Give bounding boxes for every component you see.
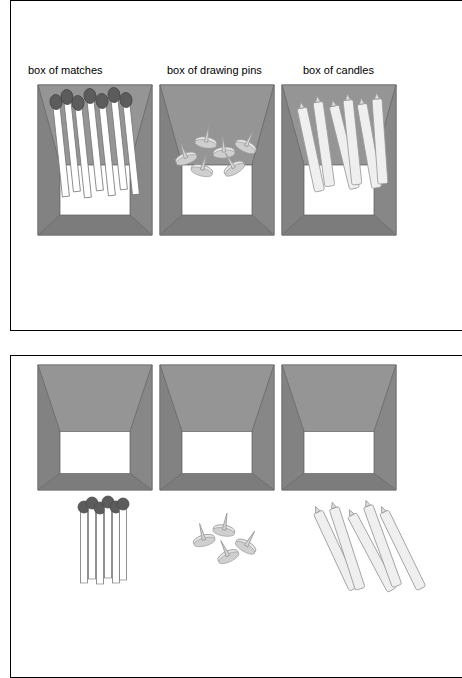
- box-label: box of candles: [303, 64, 374, 77]
- box-label: box of matches: [28, 64, 103, 77]
- drawing-pin: [190, 151, 217, 179]
- drawing-pin: [212, 511, 238, 537]
- drawing-pin: [211, 536, 241, 566]
- drawing-pin: [212, 134, 236, 159]
- matches: [49, 87, 142, 198]
- empty-box: [160, 365, 274, 490]
- box-label: box of drawing pins: [167, 64, 262, 77]
- candles: [296, 93, 388, 193]
- match: [117, 498, 129, 580]
- box-drawing: [38, 85, 152, 235]
- match: [119, 92, 142, 195]
- drawing-pin: [170, 138, 199, 167]
- matches: [78, 496, 129, 584]
- panel-frame: [11, 1, 462, 331]
- box-drawing: [160, 85, 274, 235]
- drawing-pins: [170, 123, 263, 178]
- box-drawing: [282, 85, 396, 235]
- drawing-pin: [216, 148, 247, 179]
- empty-box: [38, 365, 152, 490]
- drawing-pin: [189, 521, 216, 549]
- candle: [377, 504, 426, 590]
- drawing-pin: [233, 126, 263, 156]
- candles: [311, 499, 426, 593]
- drawing-pins: [189, 511, 264, 566]
- panel-frame: [11, 356, 462, 678]
- empty-box: [282, 365, 396, 490]
- candle: [327, 501, 365, 591]
- candle: [372, 93, 388, 184]
- drawing-pin: [194, 123, 220, 149]
